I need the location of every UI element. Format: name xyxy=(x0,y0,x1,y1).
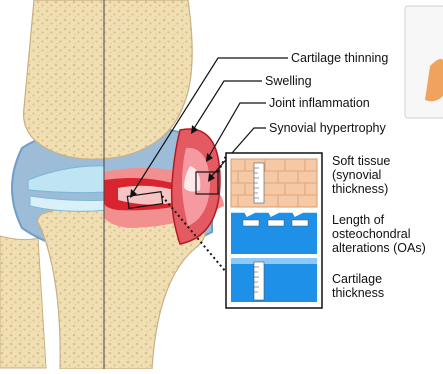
ultrasound-panel xyxy=(226,153,322,308)
soft-tissue-layer xyxy=(231,159,317,207)
cartilage-layer xyxy=(231,258,317,302)
label-osteochondral-alterations: Length of osteochondral alterations (OAs… xyxy=(332,213,426,255)
osteochondral-layer xyxy=(231,212,317,254)
inset-photo-fragment xyxy=(405,6,443,118)
label-synovial-hypertrophy: Synovial hypertrophy xyxy=(269,121,386,135)
label-swelling: Swelling xyxy=(265,74,312,88)
fibula xyxy=(0,236,46,368)
label-cartilage-thinning: Cartilage thinning xyxy=(291,51,388,65)
label-cartilage-thickness: Cartilage thickness xyxy=(332,272,384,300)
label-joint-inflammation: Joint inflammation xyxy=(269,96,370,110)
label-soft-tissue: Soft tissue (synovial thickness) xyxy=(332,154,390,196)
